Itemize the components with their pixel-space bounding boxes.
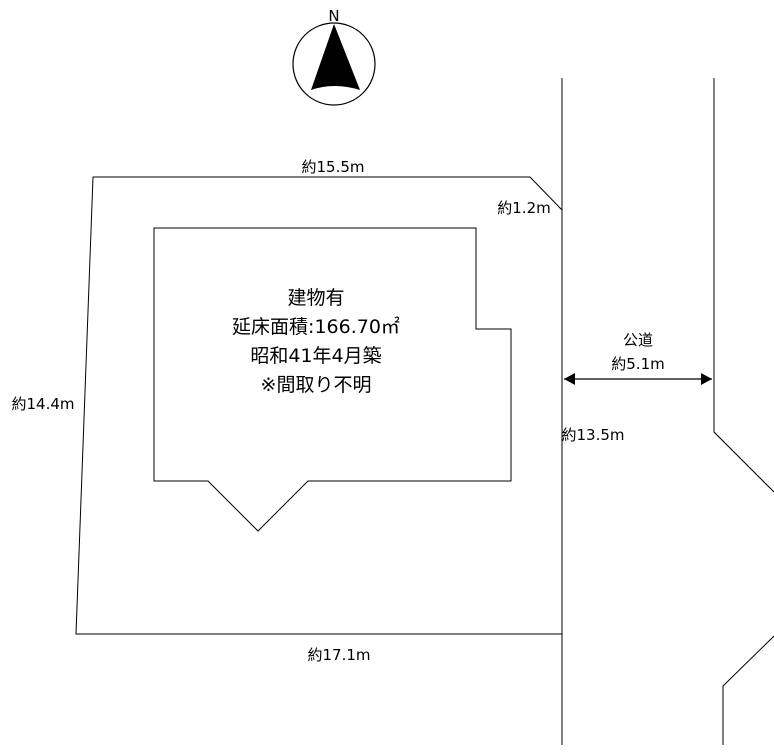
building-label-line3: 昭和41年4月築 <box>250 345 381 367</box>
road-edge-right <box>713 78 774 493</box>
north-label: N <box>328 7 339 25</box>
road-name: 公道 <box>623 331 653 349</box>
road-width-arrow <box>564 373 712 385</box>
dimension-bottom: 約17.1m <box>307 646 370 664</box>
dimension-right: 約13.5m <box>561 426 624 444</box>
dimension-top: 約15.5m <box>301 158 364 176</box>
dimension-corner: 約1.2m <box>497 199 550 217</box>
road-edge-right-lower <box>722 635 774 745</box>
building-label-line2: 延床面積:166.70㎡ <box>232 315 400 338</box>
lot-boundary <box>75 176 563 635</box>
building-footprint <box>153 227 512 532</box>
building-label-line1: 建物有 <box>287 287 344 309</box>
north-compass-icon <box>292 22 376 106</box>
dimension-left: 約14.4m <box>11 395 74 413</box>
building-label-line4: ※間取り不明 <box>261 374 372 396</box>
road-width: 約5.1m <box>611 355 664 373</box>
